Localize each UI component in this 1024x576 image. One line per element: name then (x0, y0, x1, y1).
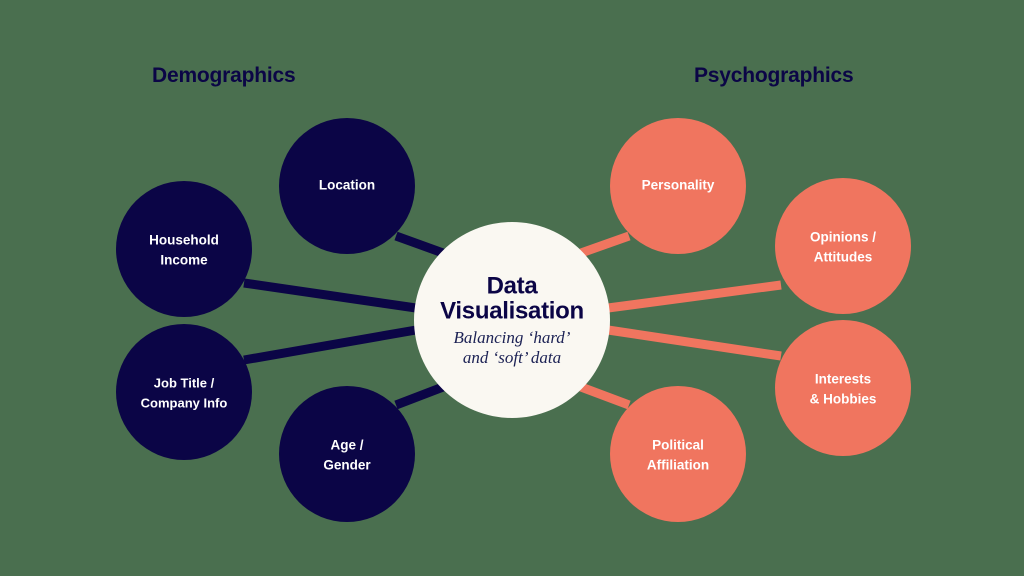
connector-hub-opinions-attitudes (607, 280, 782, 313)
connector-hub-political-affiliation (579, 382, 631, 410)
connector-hub-job-title (243, 325, 417, 365)
node-label-age-gender-line1: Age / (330, 438, 363, 453)
node-location[interactable]: Location (279, 118, 415, 254)
node-label-personality: Personality (642, 178, 715, 193)
connector-hub-age-gender (394, 382, 445, 410)
node-label-opinions-line2: Attitudes (814, 250, 873, 265)
node-label-age-gender-line2: Gender (323, 458, 371, 473)
connector-hub-interests-hobbies (607, 325, 782, 361)
hub-title-line1: Data (487, 272, 539, 299)
hub-circle[interactable] (414, 222, 610, 418)
connector-hub-personality (579, 231, 631, 258)
node-label-job-title-line1: Job Title / (154, 375, 215, 390)
node-job-title-company-info[interactable]: Job Title / Company Info (116, 324, 252, 460)
heading-demographics: Demographics (152, 64, 295, 87)
node-household-income[interactable]: Household Income (116, 181, 252, 317)
group-demographics: Location Household Income Job Title / Co… (116, 118, 415, 522)
heading-psychographics: Psychographics (694, 64, 853, 87)
hub-title-line2: Visualisation (440, 297, 584, 324)
node-circle[interactable] (279, 118, 415, 254)
node-label-location: Location (319, 178, 375, 193)
group-psychographics: Personality Opinions / Attitudes Interes… (610, 118, 911, 522)
node-circle[interactable] (116, 181, 252, 317)
node-label-opinions-line1: Opinions / (810, 230, 876, 245)
connector-lines (243, 231, 782, 410)
node-label-political-line1: Political (652, 438, 704, 453)
node-personality[interactable]: Personality (610, 118, 746, 254)
node-circle[interactable] (279, 386, 415, 522)
node-circle[interactable] (116, 324, 252, 460)
node-label-political-line2: Affiliation (647, 458, 709, 473)
node-political-affiliation[interactable]: Political Affiliation (610, 386, 746, 522)
hub-subtitle-line1: Balancing ‘hard’ (454, 328, 571, 347)
connector-hub-household-income (243, 278, 417, 313)
node-label-job-title-line2: Company Info (141, 395, 228, 410)
node-opinions-attitudes[interactable]: Opinions / Attitudes (775, 178, 911, 314)
node-label-interests-line1: Interests (815, 372, 871, 387)
node-circle[interactable] (610, 118, 746, 254)
node-label-household-income-line1: Household (149, 233, 219, 248)
connector-hub-location (394, 231, 445, 258)
node-label-household-income-line2: Income (160, 253, 208, 268)
node-interests-hobbies[interactable]: Interests & Hobbies (775, 320, 911, 456)
node-age-gender[interactable]: Age / Gender (279, 386, 415, 522)
hub-subtitle-line2: and ‘soft’ data (463, 348, 561, 367)
node-circle[interactable] (610, 386, 746, 522)
hub-node[interactable]: Data Visualisation Balancing ‘hard’ and … (414, 222, 610, 418)
node-circle[interactable] (775, 178, 911, 314)
node-label-interests-line2: & Hobbies (810, 392, 877, 407)
node-circle[interactable] (775, 320, 911, 456)
